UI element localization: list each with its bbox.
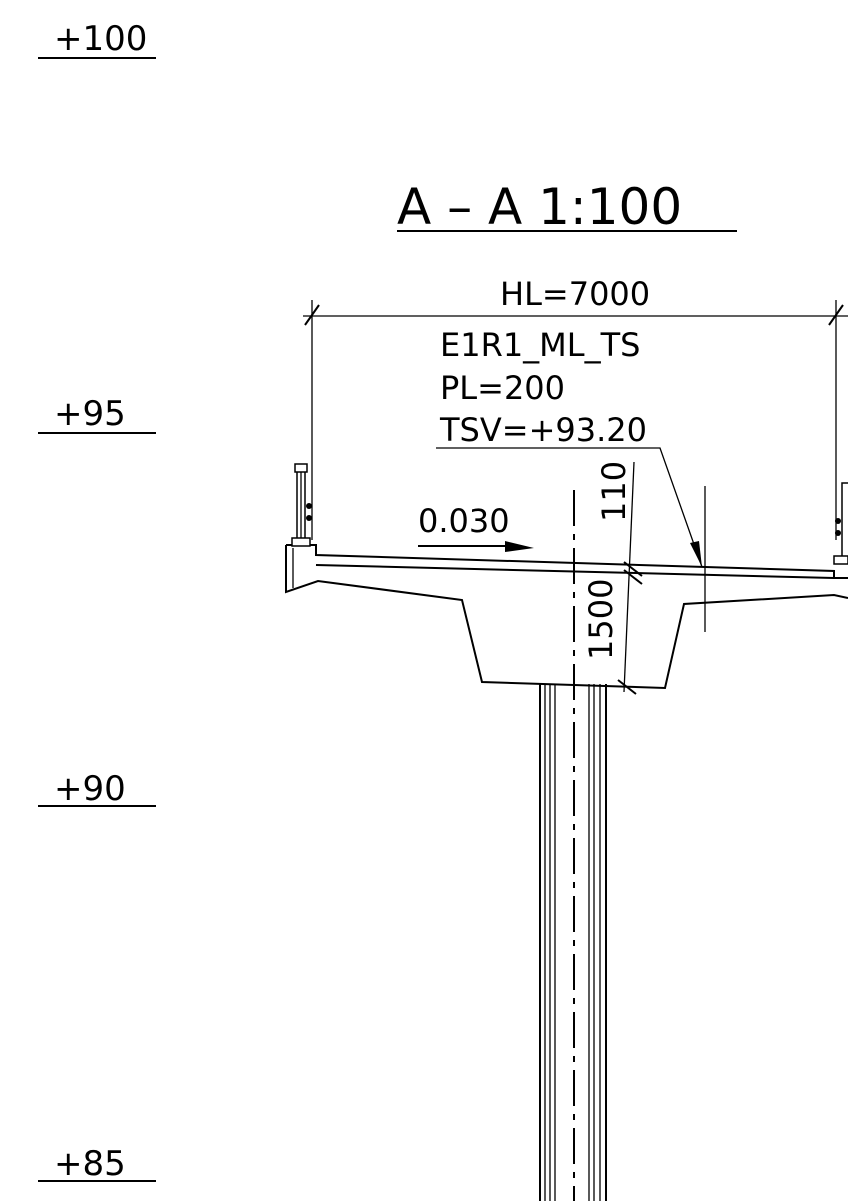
railing-left [291, 463, 312, 547]
cross-slope-annotation: 0.030 [418, 502, 534, 552]
railing-base-plate [291, 537, 311, 547]
elevation-label: +90 [54, 769, 126, 809]
leader-arrowhead [690, 541, 702, 567]
railing-post [841, 482, 848, 561]
tick-bottom [617, 679, 637, 695]
section-title-text: A – A 1:100 [397, 178, 682, 236]
width-dimension-label: HL=7000 [500, 275, 650, 313]
elevation-label: +95 [54, 394, 126, 434]
railing-bolt [835, 530, 841, 536]
railing-bolt [306, 515, 312, 521]
slope-arrow-head [505, 541, 534, 552]
dimension-line [623, 461, 635, 693]
overlay-thickness-label: 110 [595, 461, 633, 522]
plate-label: PL=200 [440, 369, 565, 407]
cross-slope-label: 0.030 [418, 502, 510, 540]
leader-line [436, 447, 703, 568]
elevation-mark: +85 [38, 1144, 156, 1184]
elevation-scale: +100 +95 +90 +85 [38, 19, 156, 1184]
railing-bolt [835, 518, 841, 524]
railing-bolt [306, 503, 312, 509]
railing-base-plate [833, 555, 848, 565]
tick-left [304, 304, 320, 326]
elevation-mark: +100 [38, 19, 156, 59]
elevation-mark: +90 [38, 769, 156, 809]
railing-cap [294, 463, 308, 473]
tick-top [623, 561, 643, 577]
width-dimension: HL=7000 [303, 275, 848, 540]
railing-right [833, 482, 848, 565]
elevation-mark: +95 [38, 394, 156, 434]
bridge-deck [285, 544, 848, 690]
deck-depth-label: 1500 [582, 579, 620, 660]
tick-middle [623, 569, 643, 585]
elevation-label: +100 [54, 19, 147, 59]
tick-right [828, 304, 844, 326]
element-code-label: E1R1_ML_TS [440, 326, 640, 364]
depth-dimension: 110 1500 [582, 461, 643, 695]
top-level-label: TSV=+93.20 [439, 411, 647, 449]
pier [539, 684, 607, 1201]
elevation-label: +85 [54, 1144, 126, 1184]
section-title: A – A 1:100 [397, 178, 737, 236]
annotation-block: E1R1_ML_TS PL=200 TSV=+93.20 [436, 326, 703, 568]
